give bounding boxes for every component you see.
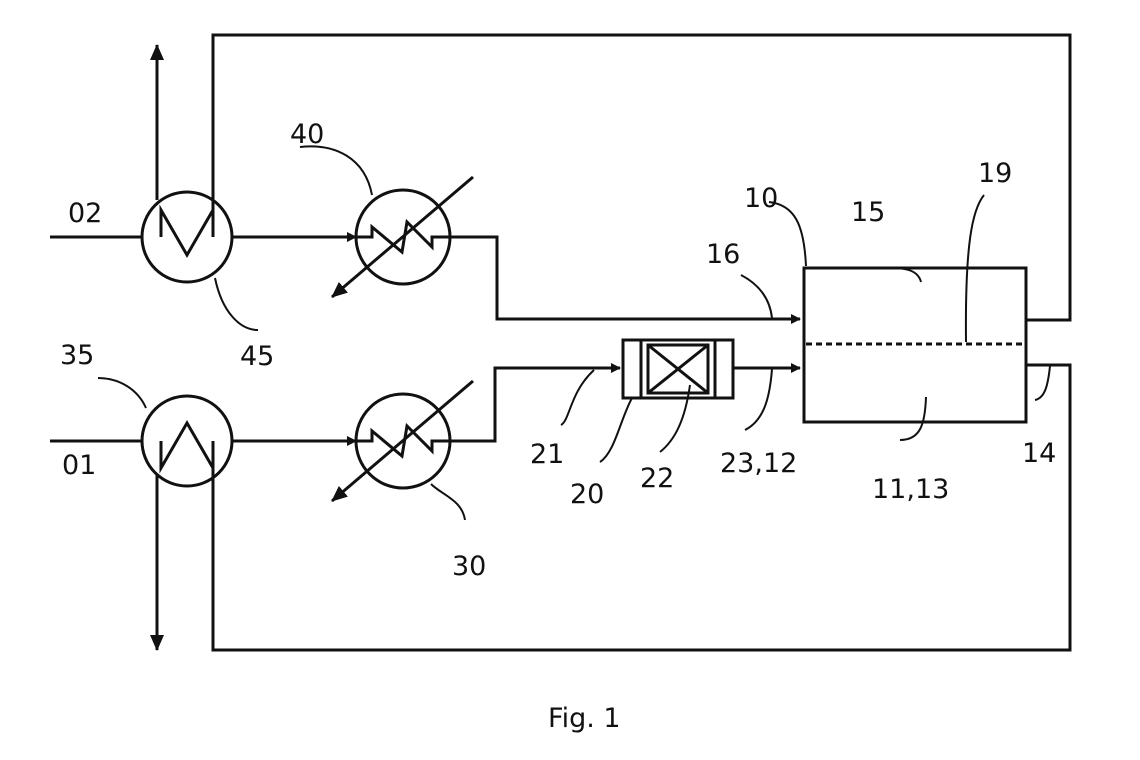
leader-45 [215,278,258,330]
leader-11-13 [900,397,926,440]
label-23-12: 23,12 [720,448,797,479]
leader-23-12 [745,369,772,430]
label-16: 16 [706,239,740,270]
element-22 [648,345,708,393]
label-20: 20 [570,479,604,510]
lower-return-line [213,365,1070,650]
label-11-13: 11,13 [872,474,949,505]
leader-30 [431,484,465,520]
line-21 [450,368,620,441]
reactor-20 [623,340,733,398]
leader-22 [660,385,690,452]
label-21: 21 [530,439,564,470]
leader-15 [892,268,921,282]
label-14: 14 [1022,438,1056,469]
upper-return-line [213,35,1070,320]
figure-caption: Fig. 1 [548,703,621,734]
leader-lines [98,146,1050,520]
leader-35 [98,378,146,408]
heat-exchanger-35 [142,396,232,650]
label-22: 22 [640,463,674,494]
leader-20 [600,398,632,462]
label-10: 10 [744,183,778,214]
label-01: 01 [62,450,96,481]
label-15: 15 [851,197,885,228]
leader-40 [300,146,372,195]
leader-14 [1035,366,1050,400]
cell-10 [804,268,1026,422]
label-35: 35 [60,340,94,371]
label-30: 30 [452,551,486,582]
label-40: 40 [290,119,324,150]
label-45: 45 [240,341,274,372]
heat-exchanger-45 [142,45,232,282]
leader-16 [741,275,772,318]
leader-21 [561,370,594,425]
label-02: 02 [68,198,102,229]
label-19: 19 [978,158,1012,189]
